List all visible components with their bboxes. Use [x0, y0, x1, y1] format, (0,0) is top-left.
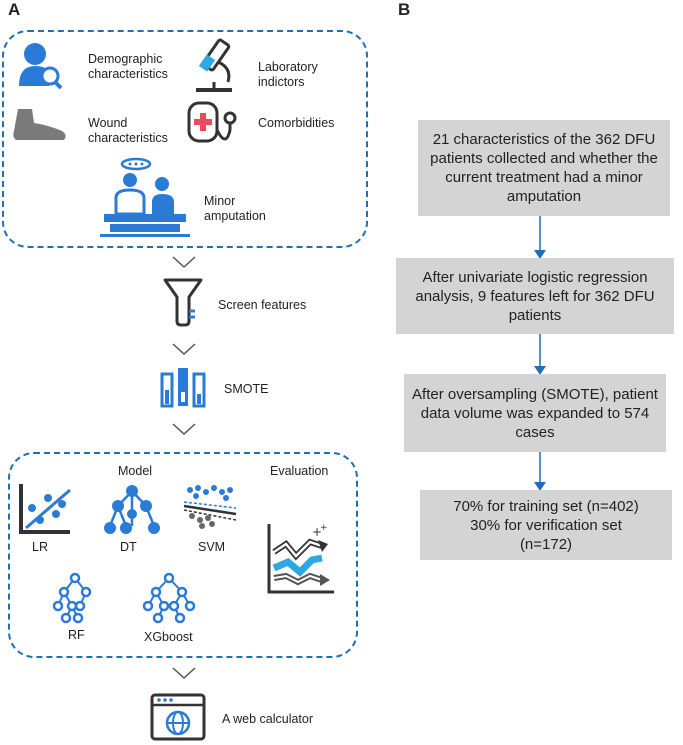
input-features-box: [2, 30, 368, 248]
panel-b-label: B: [398, 0, 411, 19]
flow-step-2: After univariate logistic regression ana…: [396, 258, 674, 334]
gradient-boosting-icon: [142, 572, 196, 624]
trend-chart-icon: + +: [267, 523, 334, 594]
panel-a-label: A: [8, 0, 21, 19]
foot-icon: [13, 109, 66, 140]
model-lr-label: LR: [32, 540, 48, 554]
flow-arrow: [534, 216, 546, 259]
flow-arrow: [534, 334, 546, 375]
person-search-icon: [19, 43, 63, 90]
flow-step-3: After oversampling (SMOTE), patient data…: [404, 374, 666, 452]
decision-tree-icon: [104, 485, 160, 534]
svg-text:+: +: [312, 525, 322, 539]
web-browser-icon: [150, 693, 206, 741]
microscope-icon: [196, 38, 232, 92]
chevron-down-icon: [172, 667, 196, 680]
surgery-icon: [100, 157, 190, 237]
model-svm-label: SVM: [198, 540, 226, 554]
model-dt-label: DT: [120, 540, 137, 554]
chevron-down-icon: [172, 256, 196, 269]
blood-pressure-icon: [187, 101, 237, 143]
columns-icon: [160, 368, 206, 408]
web-calculator-label: A web calculator: [222, 712, 314, 726]
funnel-icon: [163, 278, 203, 327]
model-xgboost-label: XGboost: [144, 630, 193, 644]
smote-label: SMOTE: [224, 382, 269, 396]
flow-step-4: 70% for training set (n=402) 30% for ver…: [420, 490, 672, 560]
model-heading: Model: [118, 464, 153, 478]
chevron-down-icon: [172, 423, 196, 436]
flow-arrow: [534, 452, 546, 491]
svg-text:+: +: [320, 523, 328, 533]
svm-icon: [183, 485, 237, 529]
screen-features-label: Screen features: [218, 298, 307, 312]
model-rf-label: RF: [68, 628, 85, 642]
modeling-box: [8, 452, 358, 658]
wound-label: Wound characteristics: [88, 116, 168, 145]
chevron-down-icon: [172, 343, 196, 356]
scatter-regression-icon: [19, 484, 71, 534]
laboratory-label: Laboratory indictors: [258, 60, 318, 89]
demographic-label: Demographic characteristics: [88, 52, 168, 81]
flow-step-1: 21 characteristics of the 362 DFU patien…: [418, 120, 670, 216]
evaluation-heading: Evaluation: [270, 464, 329, 478]
comorbidities-label: Comorbidities: [258, 116, 335, 130]
random-forest-icon: [52, 572, 92, 624]
minor-amputation-label: Minor amputation: [204, 194, 266, 223]
